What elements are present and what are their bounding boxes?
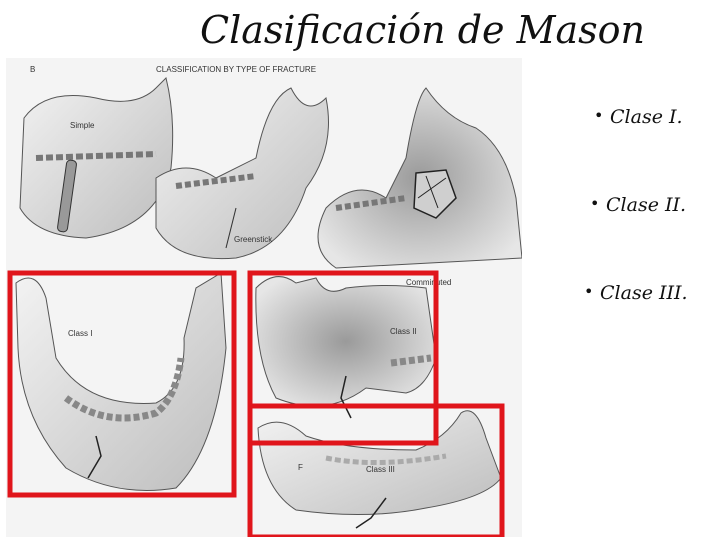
label-class-iii: Class III xyxy=(366,465,395,474)
label-f: F xyxy=(298,463,303,472)
list-item: •Clase III. xyxy=(584,282,688,304)
bullet-icon: • xyxy=(590,194,606,213)
fracture-illustration: B CLASSIFICATION BY TYPE OF FRACTURE Sim… xyxy=(6,58,522,537)
bullet-icon: • xyxy=(584,282,600,301)
list-item-label: Clase III. xyxy=(600,282,688,304)
label-comminuted: Comminuted xyxy=(406,278,451,287)
bullet-icon: • xyxy=(594,106,610,125)
label-simple: Simple xyxy=(70,121,95,130)
label-class-ii: Class II xyxy=(390,327,417,336)
panel-letter: B xyxy=(30,65,35,74)
label-class-i: Class I xyxy=(68,329,92,338)
label-greenstick: Greenstick xyxy=(234,235,273,244)
list-item: •Clase II. xyxy=(590,194,686,216)
slide-title: Clasificación de Mason xyxy=(200,8,620,52)
figure-caption: CLASSIFICATION BY TYPE OF FRACTURE xyxy=(156,65,316,74)
list-item-label: Clase I. xyxy=(610,106,683,128)
list-item-label: Clase II. xyxy=(606,194,686,216)
list-item: •Clase I. xyxy=(594,106,683,128)
